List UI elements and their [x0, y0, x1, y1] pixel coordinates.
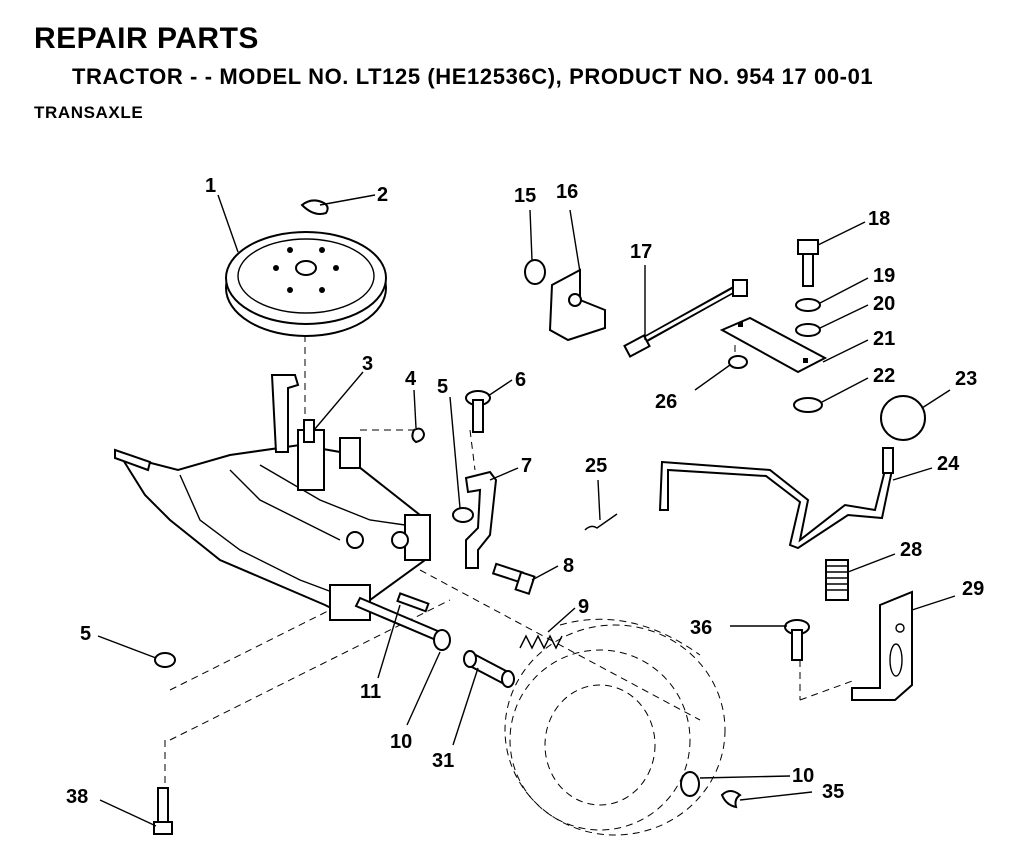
bolt-part-18: [797, 239, 819, 287]
callout-23: 23: [955, 368, 977, 390]
callout-5-upper: 5: [437, 376, 448, 398]
callout-1: 1: [205, 175, 216, 197]
lever-part-24: [658, 460, 894, 550]
spring-part-28: [825, 559, 849, 601]
section-title: TRANSAXLE: [34, 103, 144, 122]
nut-part-5-lower: [154, 652, 176, 668]
callout-labels: 1 2 3 4 5 6 7 8 9 10 11 15 16 17 18 19 2…: [66, 175, 984, 808]
callout-10-upper: 10: [390, 731, 412, 753]
callout-26: 26: [655, 391, 677, 413]
bracket-part-29: [851, 590, 913, 701]
screw-part-36: [784, 619, 810, 661]
spacer-part-31: [463, 650, 515, 688]
callout-29: 29: [962, 578, 984, 600]
plate-part-21: [719, 316, 828, 374]
callout-25: 25: [585, 455, 607, 477]
callout-9: 9: [578, 596, 589, 618]
rod-part-17: [623, 279, 748, 358]
pulley-part-1: [225, 231, 387, 337]
e-clip-part-35: [720, 790, 742, 809]
leader-lines: [97, 194, 956, 827]
key-part-11: [396, 592, 430, 613]
callout-38: 38: [66, 786, 88, 808]
callout-7: 7: [521, 455, 532, 477]
callout-35: 35: [822, 781, 844, 803]
callout-17: 17: [630, 241, 652, 263]
washer-part-10-lower: [680, 771, 700, 797]
e-clip-part-2: [300, 199, 329, 215]
bolt-part-38: [153, 787, 173, 835]
callout-20: 20: [873, 293, 895, 315]
callout-16: 16: [556, 181, 578, 203]
cotter-pin-part-25: [584, 513, 618, 531]
transaxle-body: [114, 374, 442, 642]
callout-15: 15: [514, 185, 536, 207]
callout-18: 18: [868, 208, 890, 230]
callout-31: 31: [432, 750, 454, 772]
washer-part-10-upper: [433, 629, 451, 651]
nut-part-5-upper: [452, 507, 474, 523]
bracket-part-16: [548, 268, 606, 342]
bracket-part-7: [464, 470, 498, 569]
callout-22: 22: [873, 365, 895, 387]
callout-21: 21: [873, 328, 895, 350]
callout-11: 11: [360, 681, 381, 703]
washer-part-22: [793, 397, 823, 413]
callout-28: 28: [900, 539, 922, 561]
shaft-part-3: [303, 419, 315, 443]
callout-3: 3: [362, 353, 373, 375]
callout-8: 8: [563, 555, 574, 577]
spring-part-9: [519, 634, 563, 650]
bolt-part-8: [491, 562, 536, 595]
callout-10-lower: 10: [792, 765, 814, 787]
washer-part-20: [795, 323, 821, 337]
carriage-bolt-part-6: [465, 390, 491, 433]
callout-24: 24: [937, 453, 960, 475]
callout-6: 6: [515, 369, 526, 391]
callout-5-lower: 5: [80, 623, 91, 645]
key-part-4: [411, 427, 426, 444]
callout-19: 19: [873, 265, 895, 287]
wheel-outline: [504, 618, 726, 836]
knob-part-23: [880, 395, 926, 441]
alignment-lines: [164, 335, 856, 790]
nut-part-26: [728, 355, 748, 369]
page-title: REPAIR PARTS: [34, 22, 259, 55]
washer-part-15: [524, 259, 546, 285]
callout-2: 2: [377, 184, 388, 206]
model-subtitle: TRACTOR - - MODEL NO. LT125 (HE12536C), …: [72, 64, 874, 89]
callout-4: 4: [405, 368, 417, 390]
washer-part-19: [795, 298, 821, 312]
callout-36: 36: [690, 617, 712, 639]
